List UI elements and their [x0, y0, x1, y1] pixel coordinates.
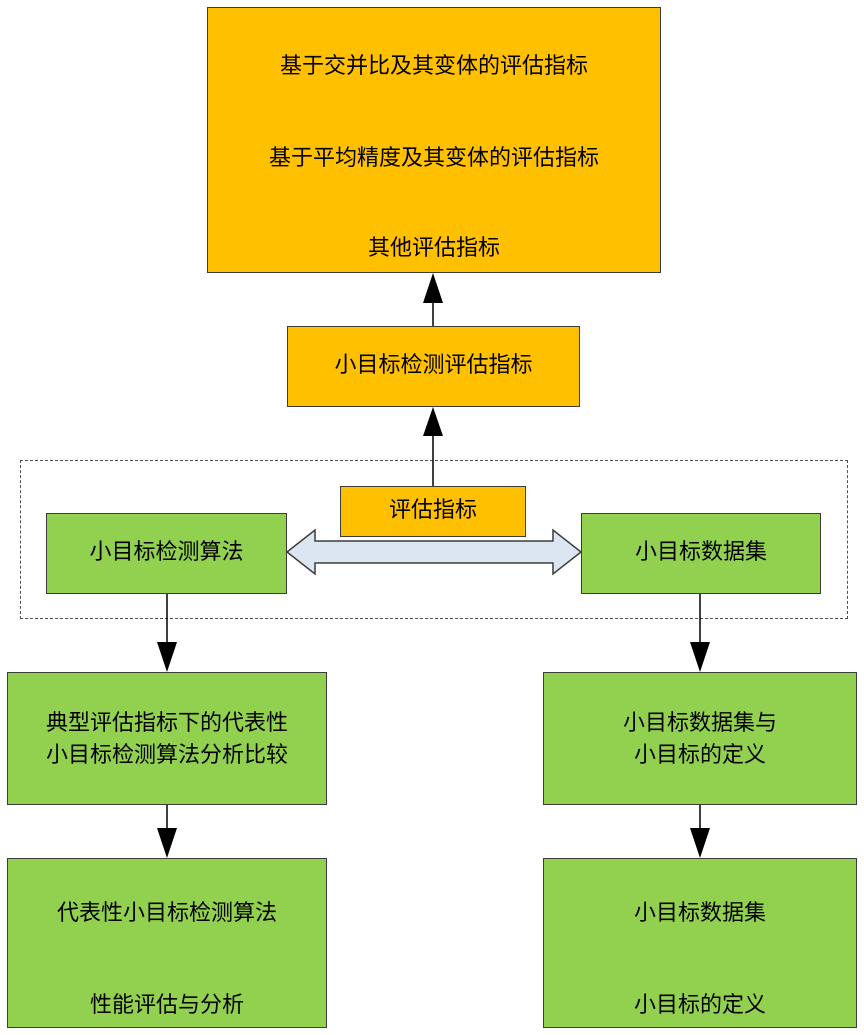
- algorithm-label: 小目标检测算法: [89, 540, 244, 565]
- arrow-up-icon: [423, 407, 443, 436]
- metrics-detail-line-3: 其他评估指标: [367, 236, 500, 261]
- algorithm-box: 小目标检测算法: [46, 513, 287, 594]
- metrics-title-label: 小目标检测评估指标: [334, 353, 533, 378]
- performance-box: 代表性小目标检测算法 性能评估与分析: [7, 858, 327, 1028]
- dataset-label: 小目标数据集: [634, 540, 767, 565]
- metrics-detail-line-2: 基于平均精度及其变体的评估指标: [268, 146, 599, 171]
- metrics-detail-box: 基于交并比及其变体的评估指标 基于平均精度及其变体的评估指标 其他评估指标: [207, 7, 661, 273]
- performance-line-2: 性能评估与分析: [89, 993, 244, 1018]
- center-metric-box: 评估指标: [340, 486, 526, 537]
- arrow-down-icon: [690, 642, 710, 672]
- dataset-detail-line-2: 小目标的定义: [633, 993, 766, 1018]
- arrow-down-icon: [157, 828, 177, 858]
- metrics-title-box: 小目标检测评估指标: [287, 326, 580, 407]
- arrow-up-icon: [423, 273, 443, 303]
- analysis-box: 典型评估指标下的代表性 小目标检测算法分析比较: [7, 672, 327, 805]
- center-metric-label: 评估指标: [388, 498, 477, 523]
- dataset-detail-line-1: 小目标数据集: [633, 901, 766, 926]
- definition-line-1: 小目标数据集与: [622, 711, 777, 736]
- analysis-line-2: 小目标检测算法分析比较: [45, 743, 288, 768]
- dashed-group-frame: [20, 460, 848, 619]
- arrow-down-icon: [157, 642, 177, 672]
- dataset-detail-box: 小目标数据集 小目标的定义: [543, 858, 857, 1028]
- metrics-detail-line-1: 基于交并比及其变体的评估指标: [279, 54, 588, 79]
- performance-line-1: 代表性小目标检测算法: [56, 901, 277, 926]
- dataset-box: 小目标数据集: [581, 513, 821, 594]
- definition-line-2: 小目标的定义: [633, 743, 766, 768]
- definition-box: 小目标数据集与 小目标的定义: [543, 672, 857, 805]
- analysis-line-1: 典型评估指标下的代表性: [45, 711, 288, 736]
- arrow-down-icon: [690, 828, 710, 858]
